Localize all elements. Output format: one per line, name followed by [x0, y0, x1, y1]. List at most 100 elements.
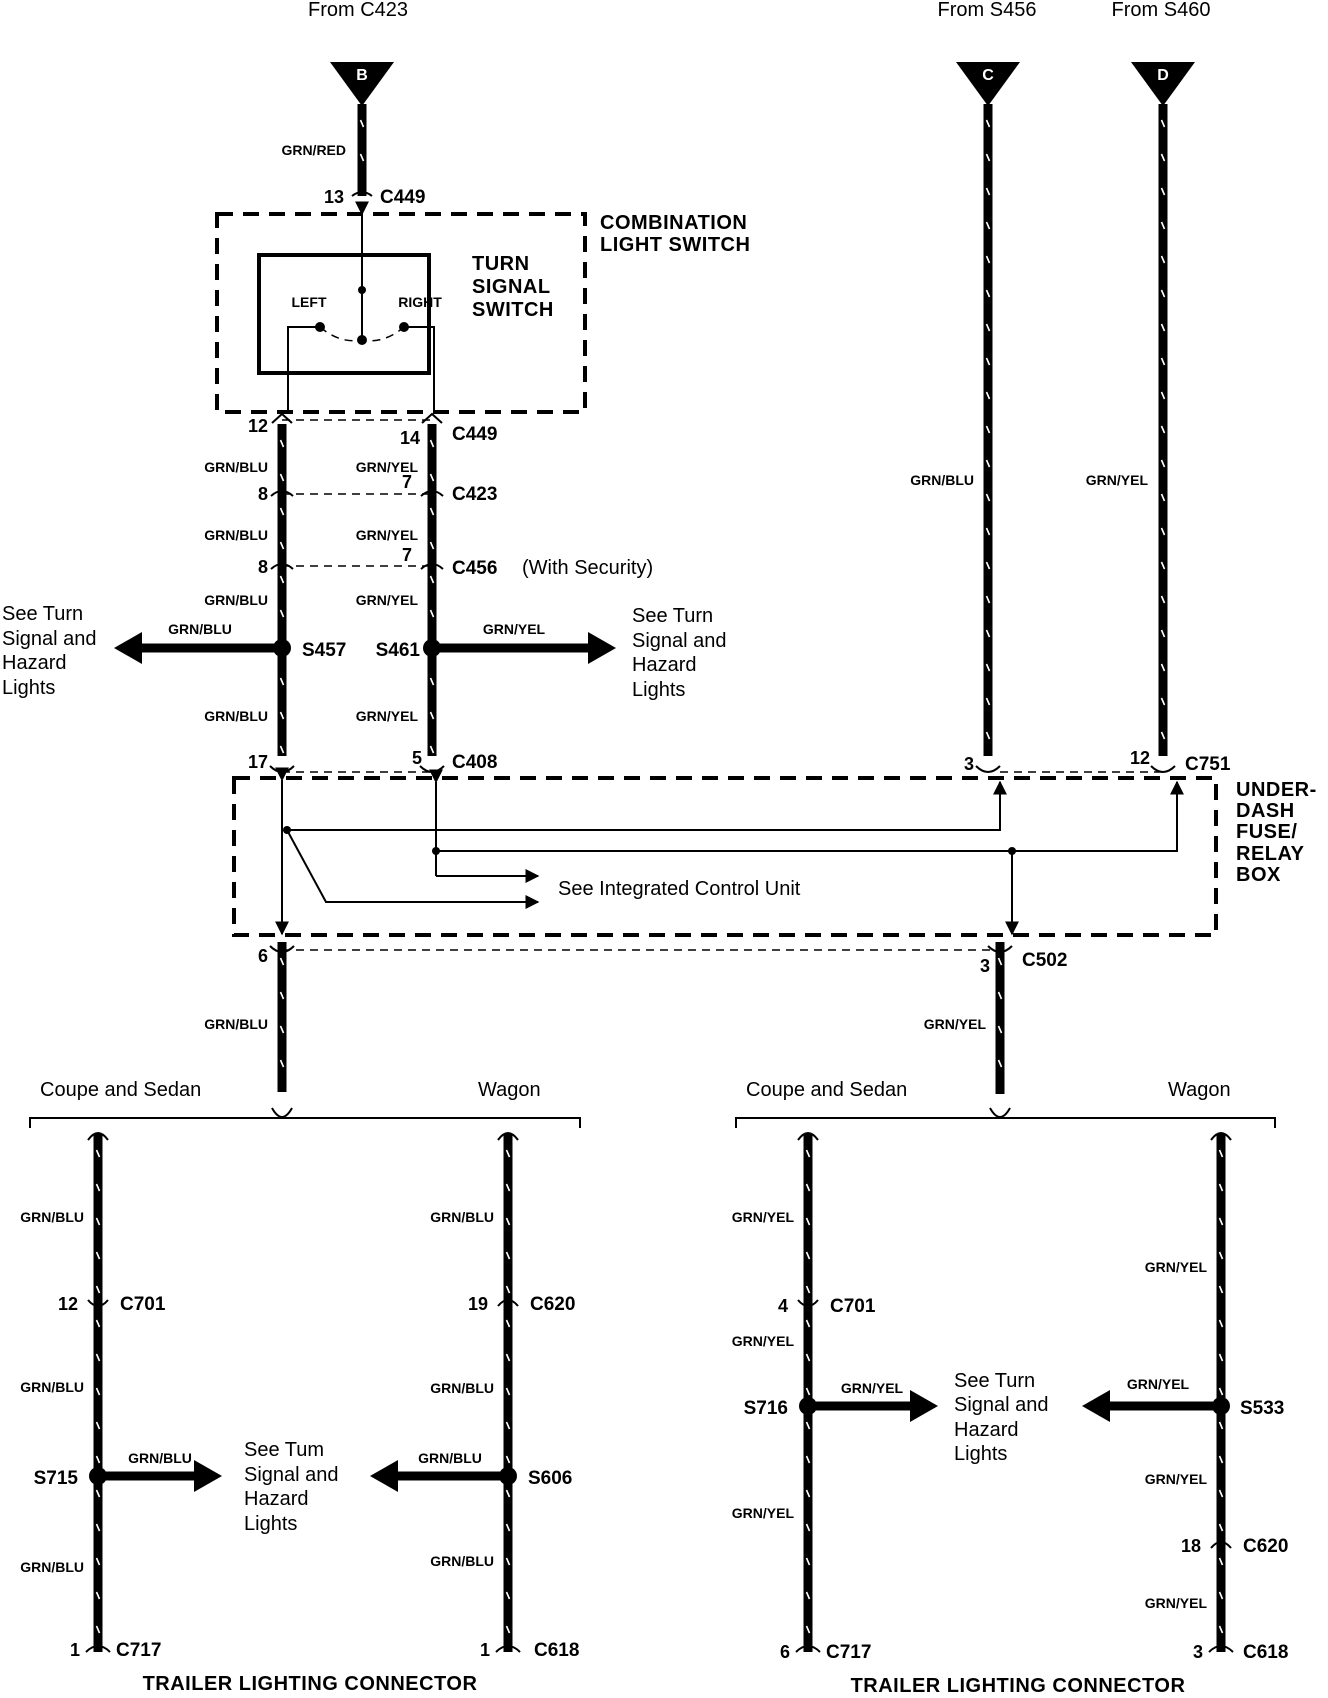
wire-tick — [505, 1319, 511, 1328]
wire-tick — [279, 711, 285, 720]
wire-tick — [95, 1217, 101, 1226]
wire-tick — [985, 323, 991, 332]
switch-right-label: RIGHT — [398, 294, 442, 310]
combination-light-switch-box — [215, 212, 587, 414]
wire-tick — [1160, 731, 1166, 740]
connector-c456: C456 — [452, 558, 497, 579]
source-b-letter: B — [356, 67, 368, 84]
wire-tick — [985, 561, 991, 570]
pin-4-c701: 4 — [778, 1296, 788, 1316]
wire-tick — [985, 119, 991, 128]
ref-left-top: See Turn Signal and Hazard Lights — [2, 603, 97, 699]
wire-tick — [1218, 1625, 1224, 1634]
pin-1-c618-left: 1 — [480, 1640, 490, 1660]
pin-12-c701: 12 — [58, 1294, 78, 1314]
wire-tick — [1160, 425, 1166, 434]
wire-label-grn-yel-4: GRN/YEL — [356, 708, 419, 724]
ref-left-bottom: See Tum Signal and Hazard Lights — [244, 1439, 339, 1535]
variant-wagon-left: Wagon — [478, 1079, 541, 1101]
wire-tick — [1160, 289, 1166, 298]
wire-tick — [1160, 221, 1166, 230]
wire-tick — [985, 255, 991, 264]
wire-label-grn-yel-5: GRN/YEL — [924, 1016, 987, 1032]
wire-tick — [1160, 629, 1166, 638]
wire-tick — [997, 957, 1003, 966]
ref-left-bottom-2: Signal and — [244, 1464, 339, 1486]
wire-tick — [985, 731, 991, 740]
wire-label-s716: GRN/YEL — [841, 1380, 904, 1396]
ref-right-bottom-1: See Turn — [954, 1370, 1035, 1392]
wire-label-rl-2: GRN/YEL — [732, 1333, 795, 1349]
connector-c701-left: C701 — [120, 1294, 166, 1315]
wire-label-rl-1: GRN/YEL — [732, 1209, 795, 1225]
wire-label-grn-yel-1: GRN/YEL — [356, 459, 419, 475]
icu-ref: See Integrated Control Unit — [558, 878, 801, 900]
wire-tick — [1160, 153, 1166, 162]
wire-label-grn-blu-c: GRN/BLU — [910, 472, 974, 488]
under-dash-fuse-relay-box — [232, 776, 1218, 937]
source-c: From S456 C — [938, 0, 1036, 106]
wire-tick — [279, 439, 285, 448]
pin-19-c620: 19 — [468, 1294, 488, 1314]
wire-tick — [1218, 1149, 1224, 1158]
wire-tick — [279, 507, 285, 516]
wire-tick — [279, 575, 285, 584]
wire-tick — [1218, 1217, 1224, 1226]
wire-tick — [505, 1353, 511, 1362]
wire-tick — [1218, 1387, 1224, 1396]
ref-right-bottom: See Turn Signal and Hazard Lights — [954, 1370, 1049, 1465]
wire-tick — [505, 1251, 511, 1260]
splice-label-s457: S457 — [302, 640, 346, 661]
wire-tick — [1218, 1421, 1224, 1430]
wire-tick — [805, 1523, 811, 1532]
connector-c502: C502 — [1022, 950, 1067, 971]
connector-c701-right: C701 — [830, 1296, 876, 1317]
wire-tick — [1160, 391, 1166, 400]
wire-texture — [95, 119, 1224, 1634]
turn-signal-title-3: SWITCH — [472, 299, 554, 321]
wire-label-s715: GRN/BLU — [128, 1450, 192, 1466]
pin-1-c717-left: 1 — [70, 1640, 80, 1660]
wire-tick — [1160, 357, 1166, 366]
wire-tick — [1160, 595, 1166, 604]
wire-tick — [805, 1489, 811, 1498]
ref-right-top-4: Lights — [632, 679, 685, 701]
wire-tick — [505, 1421, 511, 1430]
splice-s606: GRN/BLU S606 — [370, 1450, 572, 1492]
wire-tick — [429, 575, 435, 584]
wire-tick — [1160, 527, 1166, 536]
wire-tick — [1160, 255, 1166, 264]
wire-tick — [805, 1353, 811, 1362]
connector-c408: C408 — [452, 752, 497, 773]
ref-left-top-3: Hazard — [2, 652, 66, 674]
combination-title-2: LIGHT SWITCH — [600, 234, 750, 256]
pin-7-c423: 7 — [402, 472, 412, 492]
splice-s533: GRN/YEL S533 — [1082, 1376, 1284, 1422]
splice-label-s716: S716 — [744, 1398, 788, 1419]
splice-label-s715: S715 — [34, 1468, 79, 1489]
splice-label-s461: S461 — [376, 640, 421, 661]
pin-3-c618: 3 — [1193, 1642, 1203, 1662]
turn-signal-title-1: TURN — [472, 253, 530, 275]
wire-label-grn-yel-2: GRN/YEL — [356, 527, 419, 543]
wire-tick — [805, 1251, 811, 1260]
wire-tick — [1160, 493, 1166, 502]
wire-tick — [95, 1591, 101, 1600]
pin-3-c502: 3 — [980, 956, 990, 976]
wire-tick — [279, 1025, 285, 1034]
wire-tick — [985, 459, 991, 468]
wire-tick — [1160, 561, 1166, 570]
wire-tick — [1218, 1183, 1224, 1192]
wire-tick — [505, 1625, 511, 1634]
wire-tick — [95, 1455, 101, 1464]
switch-left-label: LEFT — [292, 294, 327, 310]
connector-c620-left: C620 — [530, 1294, 575, 1315]
wire-tick — [429, 541, 435, 550]
left-bracket: Coupe and Sedan Wagon — [29, 1079, 581, 1128]
splice-s715: GRN/BLU S715 — [34, 1450, 222, 1492]
wire-label-grn-blu-4: GRN/BLU — [204, 708, 268, 724]
wire-tick — [279, 677, 285, 686]
wire-tick — [505, 1285, 511, 1294]
wire-tick — [505, 1523, 511, 1532]
wire-label-grn-blu-1: GRN/BLU — [204, 459, 268, 475]
